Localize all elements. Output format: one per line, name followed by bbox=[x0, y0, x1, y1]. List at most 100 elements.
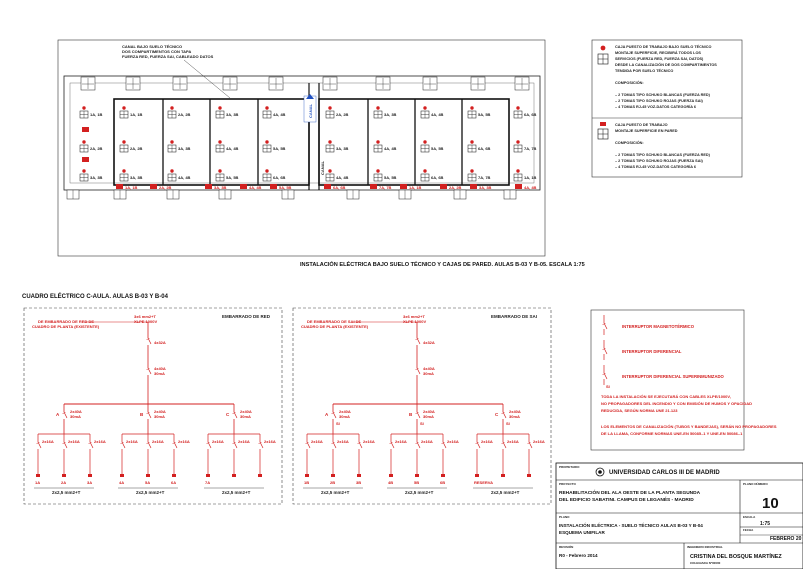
panel-feeder-cable: XLPE 1000V bbox=[134, 319, 157, 324]
circuit-label: 2A, 2B bbox=[178, 112, 191, 117]
wall-box-label: 7A, 7B bbox=[379, 185, 392, 190]
rcd-si-tag: SI bbox=[506, 421, 510, 426]
floor-box-red-icon bbox=[265, 169, 269, 173]
outlet-label: 5B bbox=[414, 480, 419, 485]
circuit-cable-label: 2x2,5 mm2+T bbox=[222, 490, 251, 495]
outlet-icon bbox=[357, 474, 361, 477]
panel-source-line: CUADRO DE PLANTA (EXISTENTE) bbox=[32, 324, 100, 329]
circuit-breaker-rating: 2x16A bbox=[264, 439, 276, 444]
circuit-label: 1A, 1B bbox=[90, 112, 103, 117]
scale-caption: ESCALA bbox=[743, 515, 756, 519]
outlet-label: 4A bbox=[119, 480, 124, 485]
group-rcd-rating: 30mA bbox=[70, 414, 81, 419]
group-rcd-rating: 2x40A bbox=[339, 409, 351, 414]
main-rcd-rating: 4x40A bbox=[423, 366, 435, 371]
floor-box-red-icon bbox=[328, 140, 332, 144]
floor-plan: 1A, 1B 2A, 2B 3A, 3B 4A, 4B 2A, 2B 3A, 3B 4A, … bbox=[57, 39, 585, 268]
schematic-title: CUADRO ELÉCTRICO C-AULA. AULAS B-03 Y B-… bbox=[22, 292, 169, 300]
outlet-icon bbox=[441, 474, 445, 477]
circuit-breaker-rating: 2x16A bbox=[447, 439, 459, 444]
plan-number: 10 bbox=[762, 495, 779, 512]
floor-box-red-icon bbox=[170, 106, 174, 110]
floor-box-red-icon bbox=[470, 106, 474, 110]
legend-top: CAJA PUESTO DE TRABAJO BAJO SUELO TÉCNIC… bbox=[591, 39, 743, 178]
circuit-breaker-rating: 2x16A bbox=[212, 439, 224, 444]
group-letter: A bbox=[325, 412, 329, 417]
outlet-label: 1B bbox=[304, 480, 309, 485]
outlet-label: 3A bbox=[87, 480, 92, 485]
project-line-2: DEL EDIFICIO SABATINI. CAMPUS DE LEGANÉS… bbox=[559, 495, 694, 503]
legend-floor-box-line: – 2 TOMAS TIPO SCHUKO ROJAS (FUERZA SAI) bbox=[615, 99, 703, 103]
engineer-name: CRISTINA DEL BOSQUE MARTÍNEZ bbox=[690, 552, 782, 560]
plan-title-line-2: ESQUEMA UNIFILAR bbox=[559, 530, 605, 535]
panel-feeder-cable: 3x6 mm2+T bbox=[134, 314, 156, 319]
wall-box-icon bbox=[370, 184, 377, 189]
engineer-registration: COLEGIADA Nº00000 bbox=[690, 561, 721, 565]
inner-wall bbox=[69, 82, 535, 184]
outlet-label: 4B bbox=[388, 480, 393, 485]
legend-wall-box-line: – 4 TOMAS RJ-45 VOZ-DATOS CATEGORÍA 6 bbox=[615, 164, 696, 169]
legend-floor-box-line: TENDIDA POR SUELO TÉCNICO bbox=[615, 68, 673, 73]
note-line: DE LA LLAMA, CONFORME NORMAS UNE-EN 5008… bbox=[601, 431, 743, 436]
revision-value: R0 - Febrero 2014 bbox=[559, 553, 598, 558]
floor-box-red-icon bbox=[423, 169, 427, 173]
circuit-label: 2A, 2B bbox=[336, 112, 349, 117]
legend-floor-box-line: CAJA PUESTO DE TRABAJO BAJO SUELO TÉCNIC… bbox=[615, 44, 711, 49]
canal-dividers bbox=[162, 99, 463, 185]
floor-box-red-icon bbox=[328, 169, 332, 173]
canal-label-1: CANAL BAJO SUELO TÉCNICO bbox=[122, 44, 182, 49]
outlet-icon bbox=[146, 474, 150, 477]
outlet-icon bbox=[527, 474, 531, 477]
floor-box-red-icon bbox=[170, 140, 174, 144]
circuit-label: 2A, 2B bbox=[130, 146, 143, 151]
main-rcd-rating: 4x40A bbox=[154, 366, 166, 371]
legend-wall-box-line: – 2 TOMAS TIPO SCHUKO ROJAS (FUERZA SAI) bbox=[615, 159, 703, 163]
panel-source-line: CUADRO DE PLANTA (EXISTENTE) bbox=[301, 324, 369, 329]
outlet-label: 5A bbox=[145, 480, 150, 485]
floor-box-red-icon bbox=[122, 106, 126, 110]
outlet-icon bbox=[475, 474, 479, 477]
circuit-breaker-rating: 2x16A bbox=[337, 439, 349, 444]
plan-number-caption: PLANO NÚMERO bbox=[743, 481, 768, 486]
symbol-legend-item: INTERRUPTOR DIFERENCIAL bbox=[622, 349, 682, 354]
outlet-icon bbox=[305, 474, 309, 477]
circuit-cable-label: 2x2,5 mm2+T bbox=[491, 490, 520, 495]
circuit-label: 7A, 7B bbox=[478, 175, 491, 180]
wall-box-label: 6A, 6B bbox=[333, 185, 346, 190]
outlet-label: 7A bbox=[205, 480, 210, 485]
floor-box-red-icon bbox=[423, 140, 427, 144]
note-line: NO PROPAGADORES DEL INCENDIO Y CON EMISI… bbox=[601, 401, 752, 406]
floor-box-red-icon bbox=[82, 106, 86, 110]
outer-wall bbox=[63, 75, 541, 191]
outlet-label: 6B bbox=[440, 480, 445, 485]
circuit-breaker-rating: 2x16A bbox=[421, 439, 433, 444]
legend-wall-box-line: COMPOSICIÓN: bbox=[615, 140, 644, 145]
panel-frame bbox=[292, 307, 552, 505]
circuit-label: 3A, 3B bbox=[384, 112, 397, 117]
date-value: FEBRERO 20 bbox=[770, 536, 802, 542]
legend-floor-box-line: DESDE LA CANALIZACIÓN DE DOS COMPARTIMEN… bbox=[615, 62, 717, 67]
floor-box-red-icon bbox=[516, 140, 520, 144]
group-rcd-rating: 2x40A bbox=[240, 409, 252, 414]
circuit-label: 3A, 3B bbox=[178, 146, 191, 151]
circuit-label: 6A, 6B bbox=[478, 146, 491, 151]
legend-floor-box-line: COMPOSICIÓN: bbox=[615, 80, 644, 85]
main-rcd-rating: 30mA bbox=[423, 371, 434, 376]
group-letter: B bbox=[409, 412, 413, 417]
outlet-label: 3B bbox=[356, 480, 361, 485]
circuit-label: 4A, 4B bbox=[336, 175, 349, 180]
wall-box-icon bbox=[205, 184, 212, 189]
canal-vertical-label-1: CANAL bbox=[308, 103, 313, 118]
main-rcd-rating: 30mA bbox=[154, 371, 165, 376]
rcd-si-tag: SI bbox=[336, 421, 340, 426]
circuit-label: 5A, 5B bbox=[273, 146, 286, 151]
symbol-legend-item: INTERRUPTOR MAGNETOTÉRMICO bbox=[622, 324, 695, 329]
wall-box-label: 4A, 4B bbox=[249, 185, 262, 190]
circuit-cable-label: 2x2,5 mm2+T bbox=[321, 490, 350, 495]
floor-box-red-icon bbox=[218, 169, 222, 173]
owner-caption: PROPIETARIO bbox=[559, 465, 580, 469]
floor-box-red-icon bbox=[170, 169, 174, 173]
outlet-label: 1A bbox=[35, 480, 40, 485]
engineer-caption: INGENIERO INDUSTRIAL bbox=[687, 545, 723, 549]
circuit-breaker-rating: 2x16A bbox=[481, 439, 493, 444]
